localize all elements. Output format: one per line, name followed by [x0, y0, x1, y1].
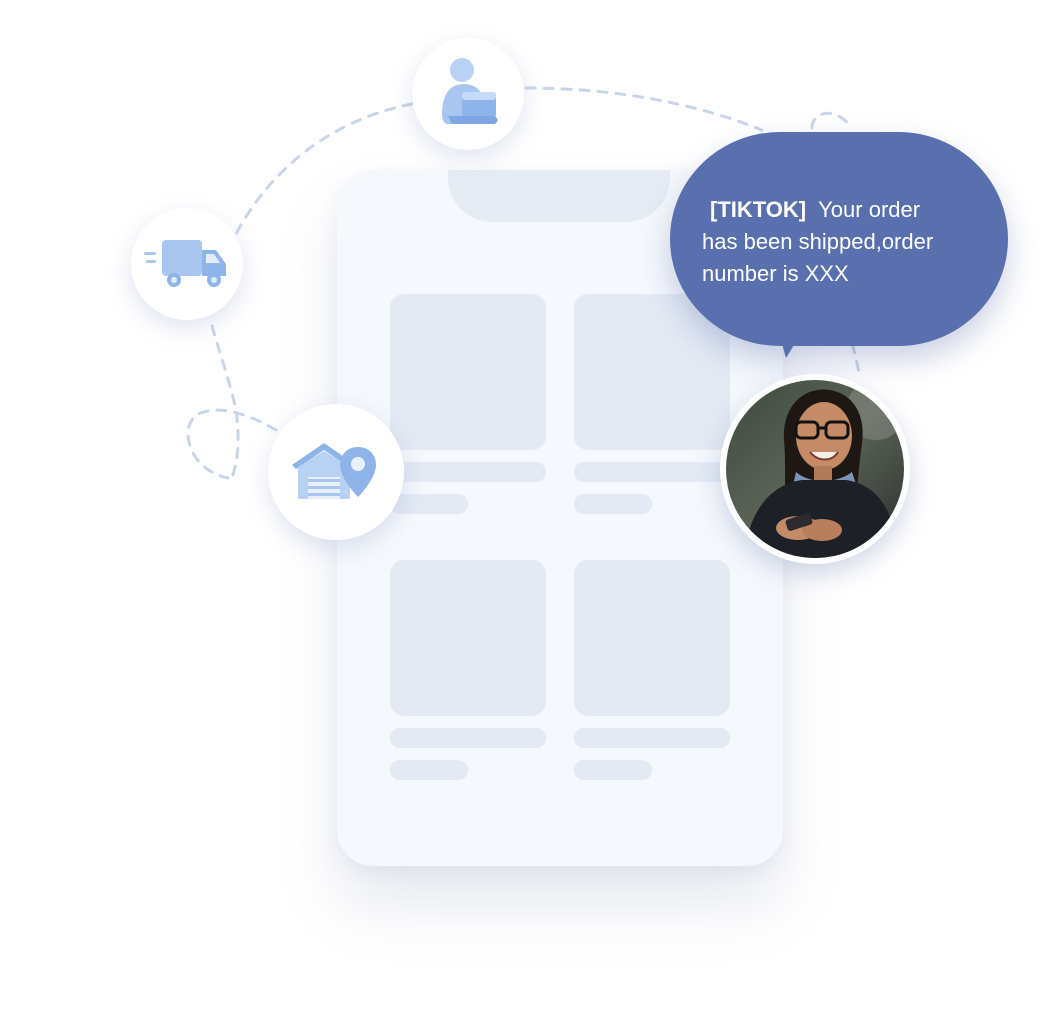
delivery-truck-icon	[144, 240, 226, 287]
product-placeholder-image	[574, 294, 730, 450]
product-placeholder-title	[574, 462, 730, 482]
product-placeholder-image	[390, 294, 546, 450]
notification-tag: [TIKTOK]	[710, 197, 807, 222]
product-placeholder-title	[390, 462, 546, 482]
product-placeholder-price	[390, 494, 468, 514]
courier-node	[412, 38, 524, 150]
product-placeholder-price	[390, 760, 468, 780]
sms-notification-bubble	[670, 132, 1008, 346]
product-placeholder-image	[574, 560, 730, 716]
truck-node	[131, 208, 243, 320]
notification-line-1: [TIKTOK] Your order	[702, 194, 992, 226]
product-placeholder-price	[574, 494, 652, 514]
product-placeholder-title	[574, 728, 730, 748]
product-placeholder-image	[390, 560, 546, 716]
product-placeholder-title	[390, 728, 546, 748]
warehouse-node	[268, 404, 404, 540]
notification-text-line-2: has been shipped,order	[702, 229, 934, 254]
phone-notch	[448, 170, 670, 222]
product-placeholder-price	[574, 760, 652, 780]
courier-with-package-icon	[442, 58, 498, 124]
customer-avatar	[720, 374, 910, 564]
bubble-tail	[776, 322, 808, 358]
notification-text-line-3: number is XXX	[702, 261, 849, 286]
customer-photo	[726, 380, 904, 558]
notification-text-line-1: Your order	[818, 197, 921, 222]
warehouse-location-icon	[292, 443, 376, 499]
notification-message: [TIKTOK] Your order has been shipped,orde…	[702, 194, 992, 290]
